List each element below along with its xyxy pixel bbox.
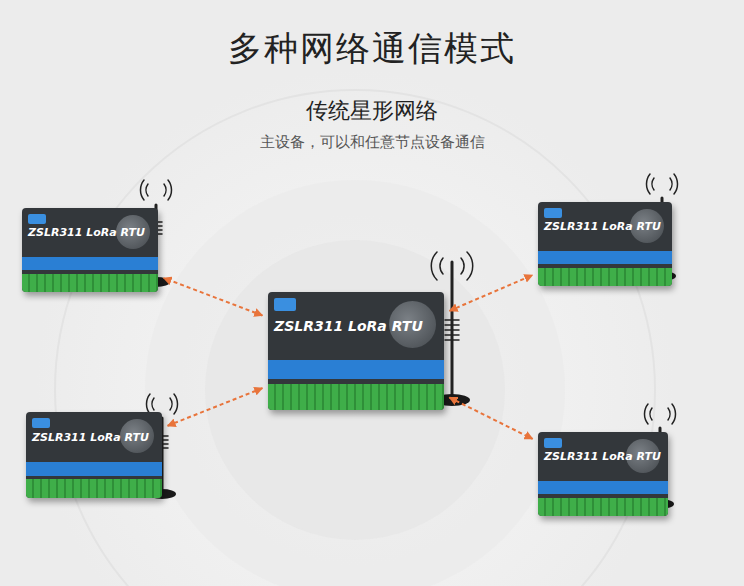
logo-mark <box>274 298 296 311</box>
lora-rtu-device: ZSLR311 LoRa RTU <box>268 292 444 410</box>
lora-rtu-device: ZSLR311 LoRa RTU <box>22 208 158 292</box>
device-label: ZSLR311 LoRa RTU <box>274 318 423 334</box>
dashed-link <box>164 278 263 316</box>
dashed-link <box>450 275 533 311</box>
title: 多种网络通信模式 <box>0 26 744 72</box>
lora-rtu-device: ZSLR311 LoRa RTU <box>538 432 668 516</box>
logo-mark <box>544 438 562 448</box>
logo-mark <box>544 208 562 218</box>
device-label: ZSLR311 LoRa RTU <box>28 226 145 239</box>
terminal-block <box>538 498 668 516</box>
logo-mark <box>28 214 46 224</box>
terminal-block <box>22 274 158 292</box>
logo-mark <box>32 418 50 428</box>
led-band <box>26 462 162 476</box>
led-band <box>22 257 158 270</box>
subtitle: 传统星形网络 <box>0 96 744 126</box>
dashed-link <box>449 397 532 438</box>
lora-rtu-device: ZSLR311 LoRa RTU <box>538 202 672 286</box>
led-band <box>268 360 444 379</box>
device-label: ZSLR311 LoRa RTU <box>544 220 661 233</box>
led-band <box>538 481 668 494</box>
lora-rtu-device: ZSLR311 LoRa RTU <box>26 412 162 498</box>
device-label: ZSLR311 LoRa RTU <box>32 431 149 444</box>
led-band <box>538 251 672 264</box>
description: 主设备，可以和任意节点设备通信 <box>0 133 744 152</box>
terminal-block <box>538 268 672 286</box>
terminal-block <box>26 479 162 498</box>
terminal-block <box>268 384 444 410</box>
device-label: ZSLR311 LoRa RTU <box>544 450 661 463</box>
dashed-link <box>168 388 263 426</box>
